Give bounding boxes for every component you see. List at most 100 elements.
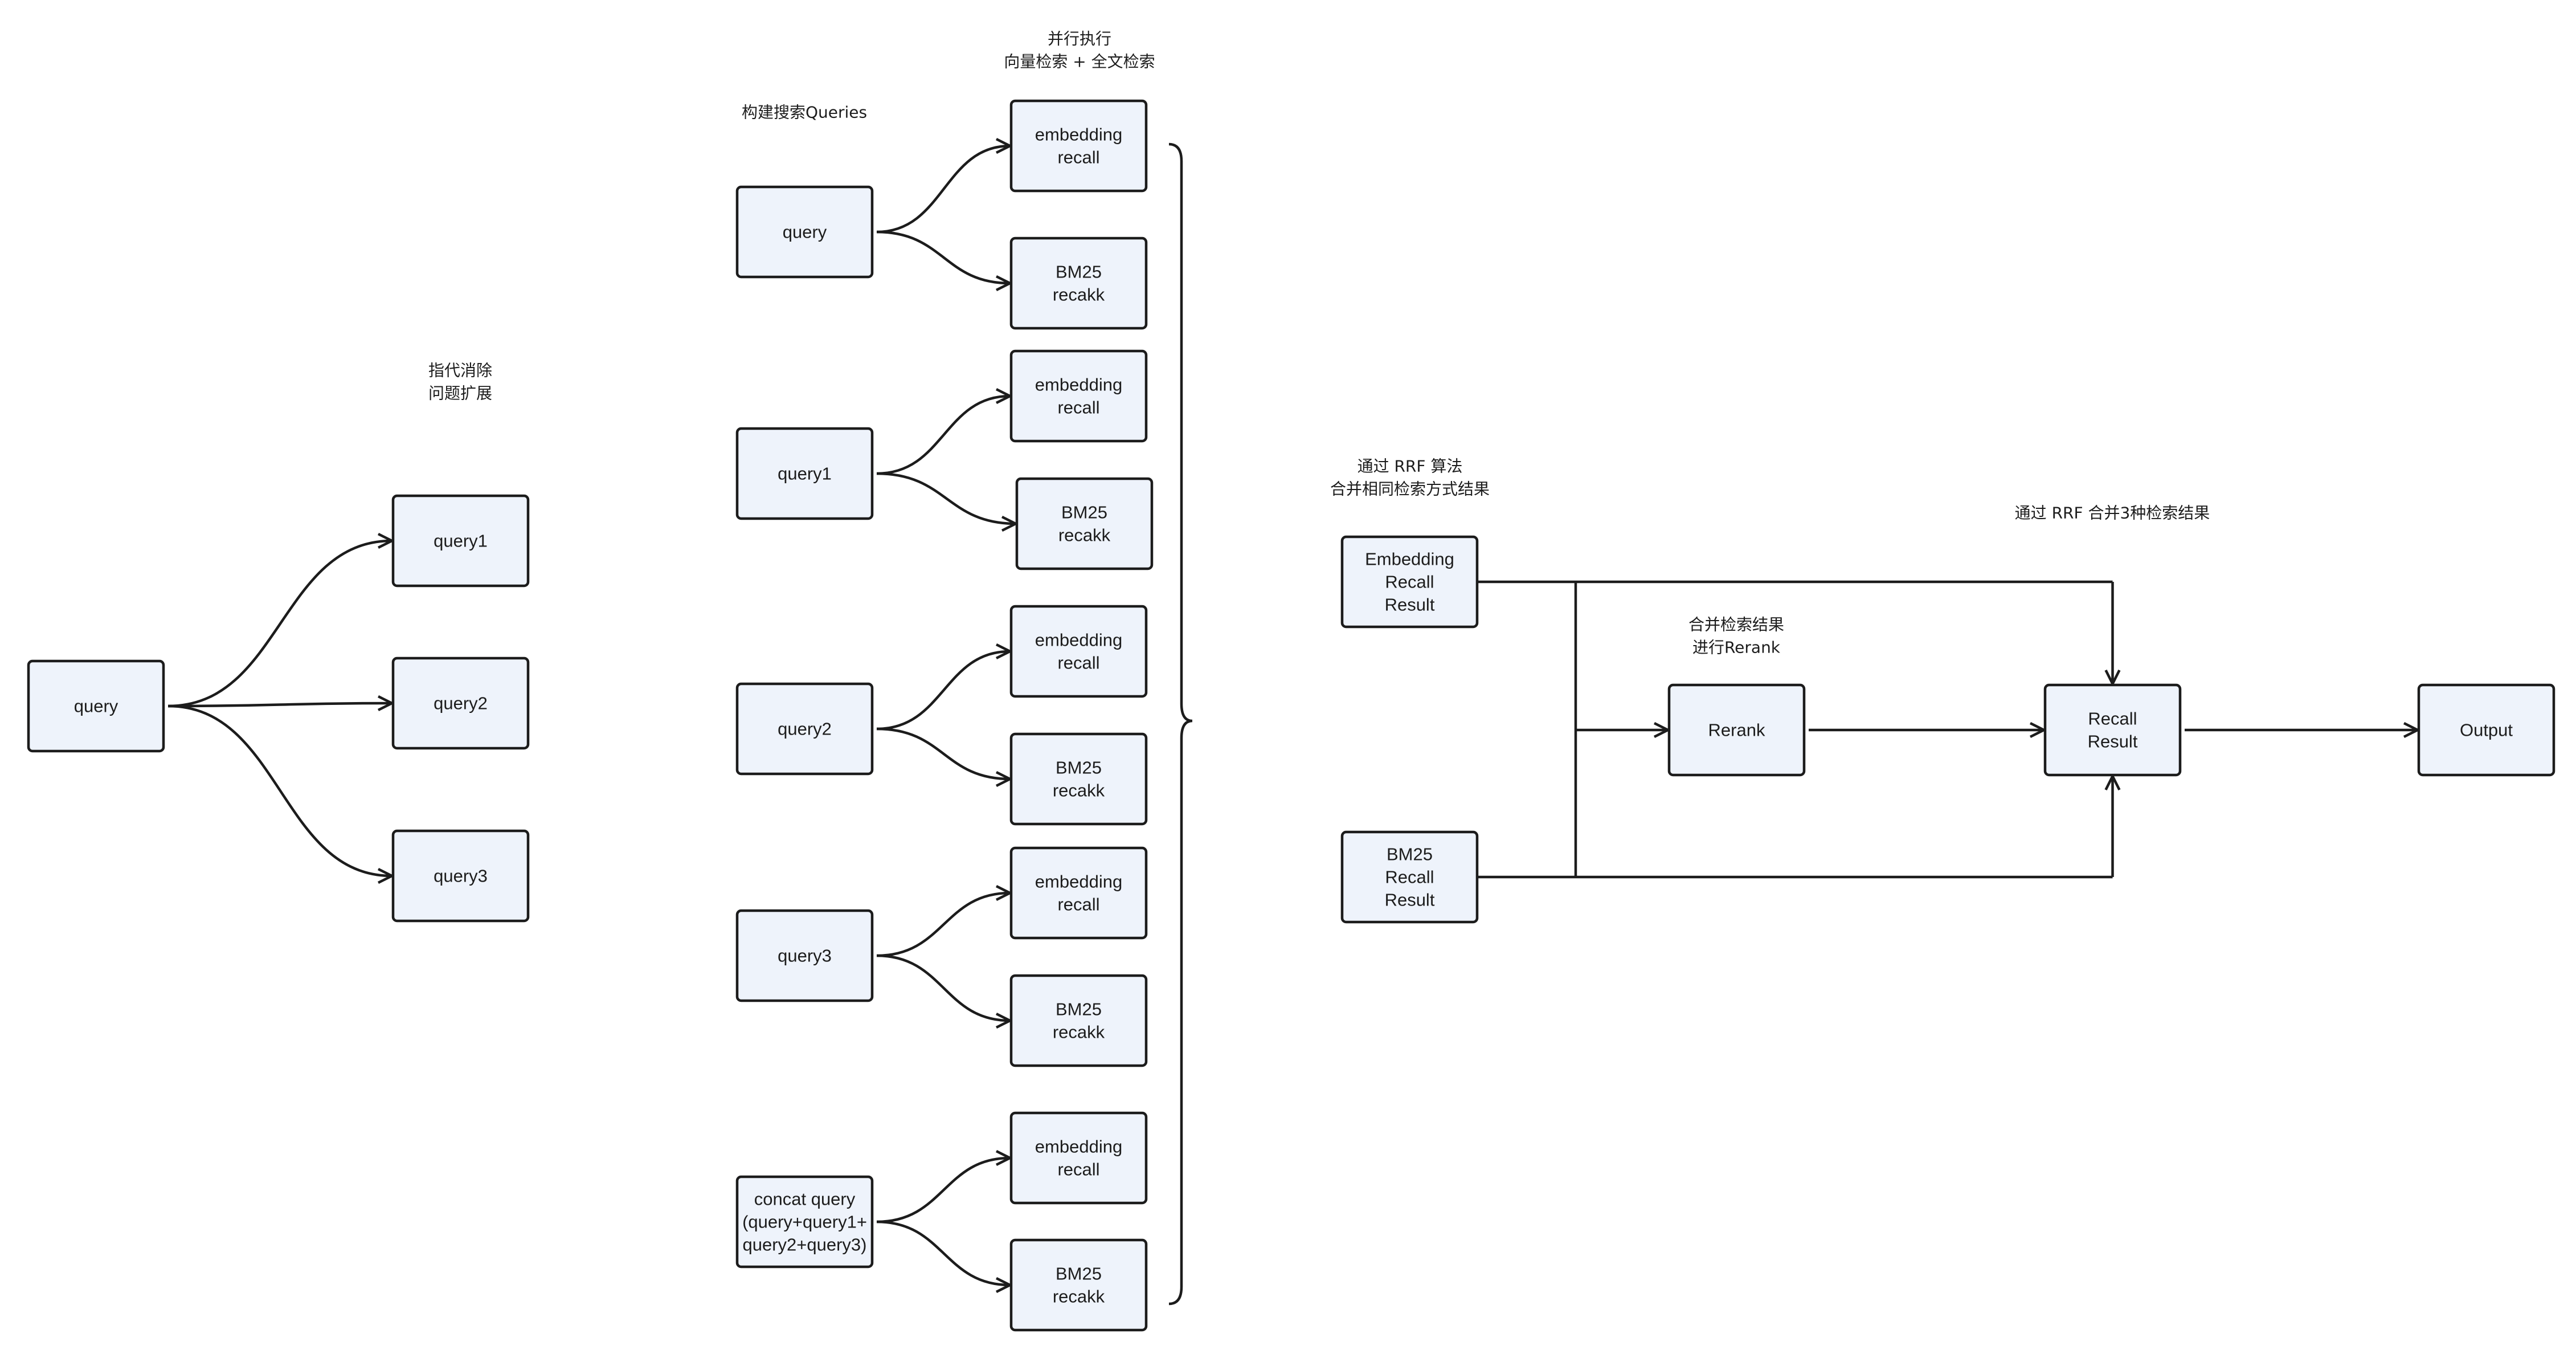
node-box [2043, 683, 2182, 777]
node-build-query1: query1 [735, 427, 874, 520]
node-box [391, 829, 530, 923]
node-build-query3: query3 [735, 909, 874, 1002]
node-emb-2: embedding recall [1009, 605, 1148, 698]
node-box [391, 656, 530, 750]
node-box [2417, 683, 2555, 777]
node-label: recall [1057, 398, 1099, 418]
node-box [1009, 99, 1148, 193]
node-label: embedding [1035, 630, 1122, 650]
edge-build-query2-to-embedding [876, 651, 1010, 731]
node-label: query2+query3) [743, 1235, 867, 1255]
node-label: embedding [1035, 125, 1122, 145]
node-label: BM25 [1056, 1264, 1102, 1284]
label-parallel: 并行执行 [1048, 30, 1111, 48]
node-label: query [74, 696, 118, 716]
node-bm25-4: BM25 recakk [1009, 1238, 1148, 1332]
edge-build-query3-to-embedding [876, 893, 1010, 957]
node-emb-0: embedding recall [1009, 99, 1148, 193]
node-label: BM25 [1387, 845, 1433, 864]
node-label: Recall [1385, 572, 1434, 592]
node-rerank: Rerank [1667, 683, 1806, 777]
node-label: Output [2460, 720, 2513, 740]
nodes: query query1 query2 query3 query query1 query2… [27, 99, 2555, 1332]
node-label: query3 [778, 946, 832, 966]
node-label: query2 [434, 694, 488, 713]
node-box [1009, 974, 1148, 1067]
label-rrf-three: 通过 RRF 合并3种检索结果 [2015, 504, 2210, 523]
node-label: recall [1057, 1160, 1099, 1180]
node-label: query3 [434, 866, 488, 886]
label-merge-rerank: 进行Rerank [1692, 638, 1781, 657]
node-box [1009, 605, 1148, 698]
node-box [1340, 830, 1479, 924]
node-label: recakk [1053, 1287, 1105, 1307]
node-label: recall [1057, 895, 1099, 915]
node-box [1009, 1111, 1148, 1205]
node-label: recall [1057, 148, 1099, 168]
node-box [391, 494, 530, 588]
node-box [735, 909, 874, 1002]
node-box [735, 682, 874, 776]
node-label: BM25 [1056, 758, 1102, 778]
label-parallel: 向量检索 + 全文检索 [1004, 52, 1155, 71]
node-box [735, 185, 874, 279]
label-merge-rerank: 合并检索结果 [1688, 615, 1784, 634]
edge-query-to-query2 [167, 703, 392, 706]
node-label: recakk [1053, 285, 1105, 305]
node-bm25-2: BM25 recakk [1009, 732, 1148, 826]
node-label: Rerank [1708, 720, 1765, 740]
node-label: query1 [778, 464, 832, 484]
node-emb-1: embedding recall [1009, 349, 1148, 443]
node-label: Recall [1385, 867, 1434, 887]
node-label: recakk [1053, 781, 1105, 801]
edge-build-concat-to-bm25 [876, 1220, 1010, 1285]
edge-query-to-query3 [167, 704, 392, 876]
label-rrf-same: 通过 RRF 算法 [1357, 457, 1463, 476]
node-box [1009, 349, 1148, 443]
node-bm25-0: BM25 recakk [1009, 236, 1148, 330]
node-label: embedding [1035, 1137, 1122, 1157]
node-box [1015, 477, 1154, 570]
edge-build-query-to-bm25 [876, 230, 1010, 283]
node-box [735, 1175, 874, 1269]
node-output: Output [2417, 683, 2555, 777]
node-label: (query+query1+ [742, 1212, 867, 1232]
node-box [1009, 846, 1148, 940]
grouping-brace [1168, 142, 1193, 1306]
node-label: recakk [1058, 525, 1111, 545]
node-box [735, 427, 874, 520]
node-label: concat query [754, 1189, 856, 1209]
node-label: Result [2088, 732, 2138, 752]
node-label: embedding [1035, 872, 1122, 892]
node-label: BM25 [1056, 1000, 1102, 1019]
node-box [1667, 683, 1806, 777]
node-box [1009, 732, 1148, 826]
node-label: query1 [434, 531, 488, 551]
node-label: Recall [2088, 709, 2137, 729]
node-label: query2 [778, 719, 832, 739]
label-coref-expand: 指代消除 [428, 361, 492, 380]
node-box [1009, 236, 1148, 330]
node-label: query [783, 222, 827, 242]
node-box [1009, 1238, 1148, 1332]
label-rrf-same: 合并相同检索方式结果 [1330, 480, 1490, 499]
node-expand-q2: query2 [391, 656, 530, 750]
node-label: recall [1057, 653, 1099, 673]
edge-build-query-to-embedding [876, 146, 1010, 234]
node-label: BM25 [1056, 262, 1102, 282]
node-box [27, 659, 165, 753]
node-expand-q3: query3 [391, 829, 530, 923]
label-build-queries: 构建搜索Queries [742, 103, 867, 122]
edge-query-to-query1 [167, 541, 392, 708]
edge-build-query2-to-bm25 [876, 727, 1010, 779]
node-label: Result [1385, 890, 1435, 910]
node-label: BM25 [1061, 503, 1107, 523]
node-label: embedding [1035, 375, 1122, 395]
edge-build-concat-to-embedding [876, 1158, 1010, 1224]
